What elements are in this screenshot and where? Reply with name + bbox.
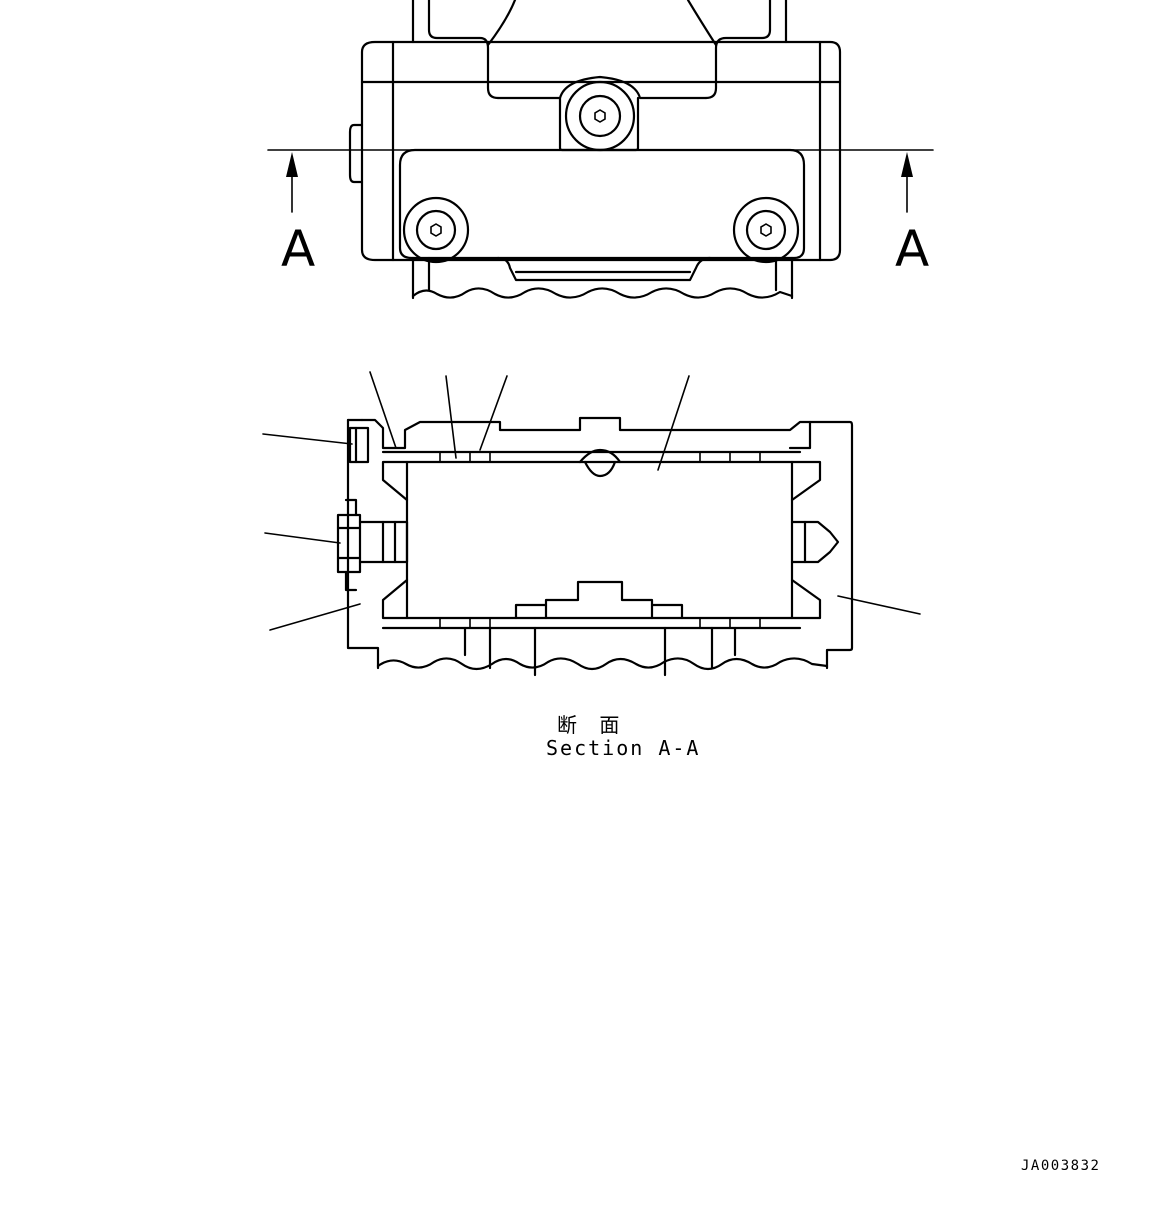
top-view-body — [362, 42, 840, 260]
adjust-nut — [338, 515, 360, 572]
center-bolt-pad — [498, 77, 706, 98]
section-caption-japanese: 断 面 — [557, 713, 628, 737]
section-casing — [362, 418, 810, 448]
section-label-right: A — [895, 220, 929, 278]
top-view — [268, 0, 933, 298]
plug — [350, 428, 368, 462]
document-id: JA003832 — [1021, 1158, 1101, 1174]
section-view — [263, 372, 920, 675]
stopper — [792, 522, 838, 562]
section-break-line — [378, 658, 827, 669]
cover-plate — [400, 150, 804, 258]
spool — [407, 462, 792, 618]
section-label-left: A — [281, 220, 315, 278]
top-view-break-line — [413, 288, 792, 297]
leader-lines — [263, 372, 920, 630]
section-caption-english: Section A-A — [546, 736, 701, 760]
